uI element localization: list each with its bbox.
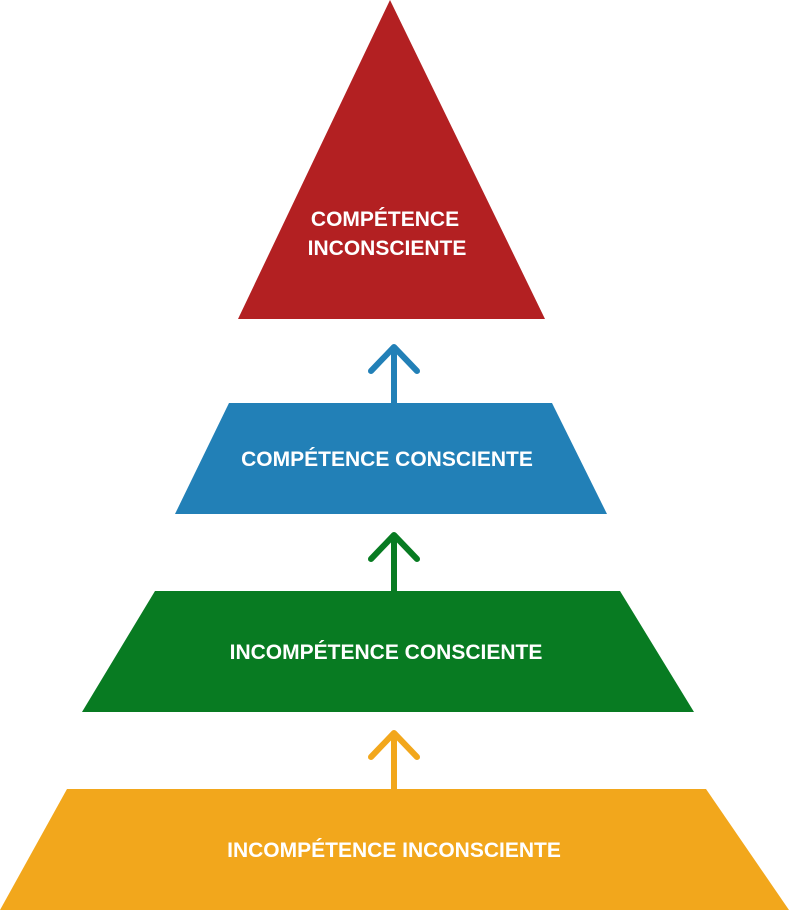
level-conscious-competence-label: COMPÉTENCE CONSCIENTE [241,448,533,471]
level-conscious-incompetence [82,591,694,712]
level-unconscious-incompetence-label: INCOMPÉTENCE INCONSCIENTE [227,839,561,862]
level-unconscious-competence-label-line1: COMPÉTENCE [311,208,459,231]
level-conscious-incompetence-label: INCOMPÉTENCE CONSCIENTE [230,641,543,664]
arrow-up-icon [368,730,420,792]
level-unconscious-competence-label-line2: INCONSCIENTE [308,237,467,260]
level-unconscious-incompetence [0,789,789,910]
arrow-up-icon [368,532,420,594]
level-conscious-competence [175,403,607,514]
level-unconscious-competence [238,0,545,319]
arrow-up-icon [368,344,420,406]
